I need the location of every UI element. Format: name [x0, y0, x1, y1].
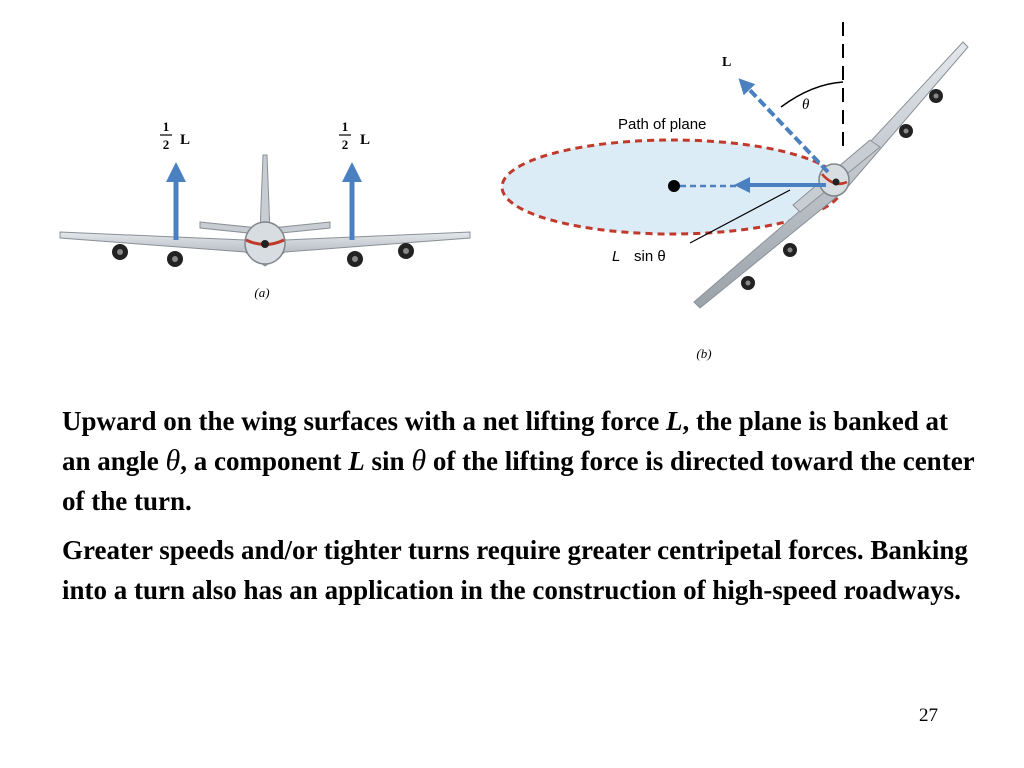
lift-label-b: L — [722, 55, 731, 70]
plane-front-view — [59, 154, 471, 267]
paragraph-1: Upward on the wing surfaces with a net l… — [62, 406, 975, 516]
svg-text:L: L — [180, 132, 190, 148]
turn-center — [668, 180, 680, 192]
svg-text:1: 1 — [163, 119, 170, 134]
lift-arrow-tilted — [738, 78, 830, 174]
theta-arc — [780, 81, 844, 108]
svg-text:L: L — [360, 132, 370, 148]
body-text: Upward on the wing surfaces with a net l… — [62, 401, 982, 610]
caption-b: (b) — [696, 346, 711, 361]
caption-a: (a) — [254, 285, 269, 300]
theta-symbol: θ — [165, 444, 181, 477]
svg-text:sin θ: sin θ — [634, 248, 666, 265]
component-label: L sin θ — [612, 248, 666, 265]
svg-text:2: 2 — [342, 137, 349, 152]
path-of-plane-label: Path of plane — [618, 116, 706, 133]
physics-figure: 1 2 L 1 2 L (a) L θ — [59, 22, 969, 361]
page-number: 27 — [919, 705, 938, 726]
half-lift-label-left: 1 2 L — [160, 119, 190, 152]
theta-symbol: θ — [411, 444, 427, 477]
svg-text:2: 2 — [163, 137, 170, 152]
tail-fin — [259, 154, 271, 233]
paragraph-2: Greater speeds and/or tighter turns requ… — [62, 535, 968, 605]
component-leader-line — [689, 189, 791, 244]
theta-label: θ — [802, 97, 810, 113]
svg-text:1: 1 — [342, 119, 349, 134]
svg-text:L: L — [612, 248, 620, 265]
plane-banked-view — [693, 41, 969, 309]
half-lift-label-right: 1 2 L — [339, 119, 370, 152]
